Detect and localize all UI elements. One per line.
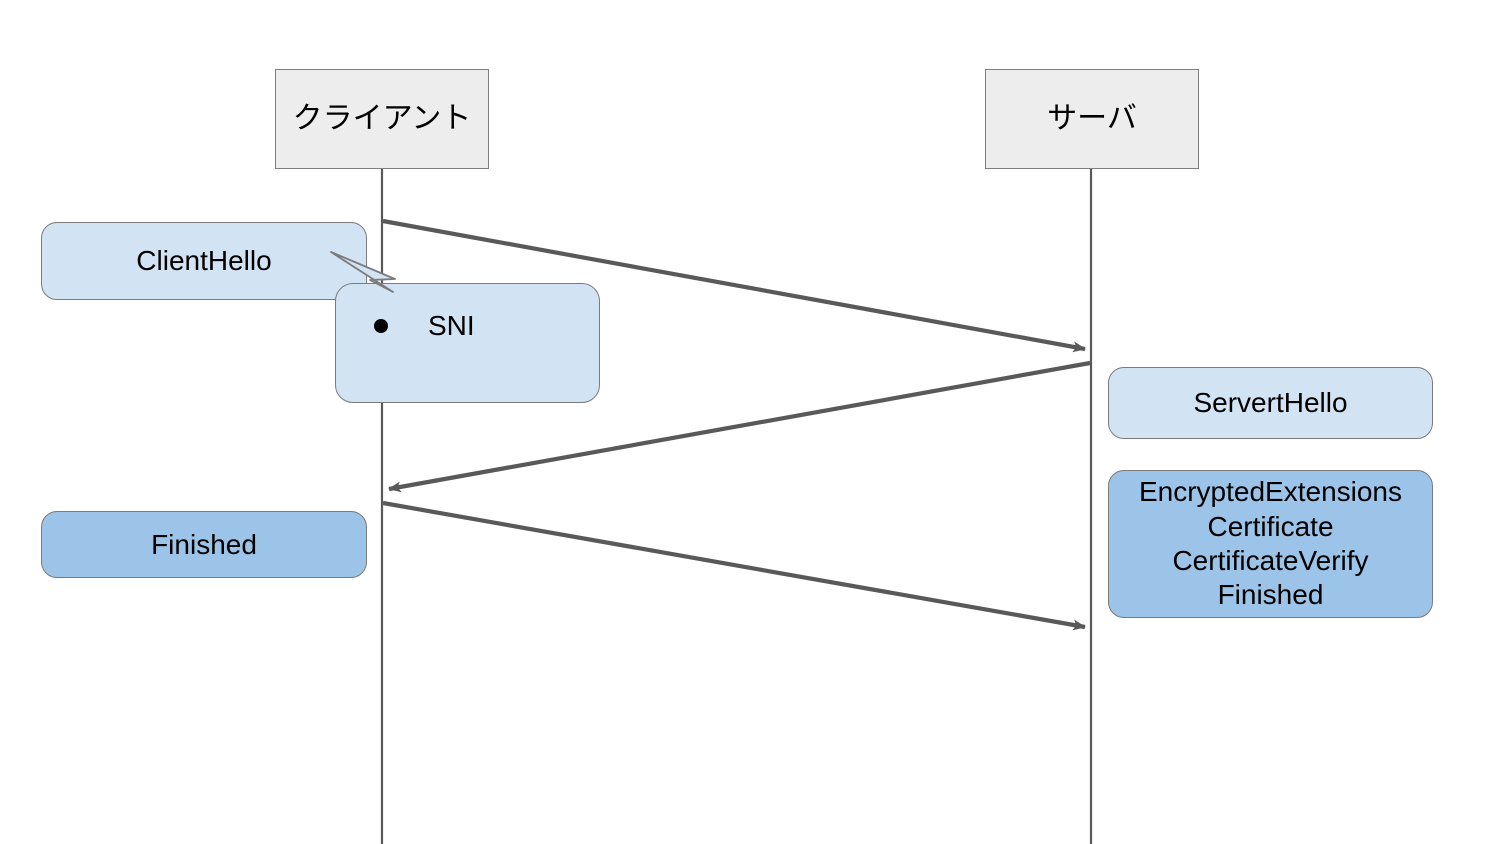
message-box-client-hello[interactable]: ClientHello bbox=[41, 222, 367, 300]
arrow-client-hello bbox=[382, 218, 1086, 353]
message-box-server-hello[interactable]: ServertHello bbox=[1108, 367, 1433, 439]
callout-sni-row: SNI bbox=[336, 310, 599, 342]
actor-label-server: サーバ bbox=[1047, 102, 1137, 136]
message-box-encrypted-extensions-group[interactable]: EncryptedExtensions Certificate Certific… bbox=[1108, 470, 1433, 618]
callout-tail-icon bbox=[330, 251, 396, 293]
message-label-server-hello: ServertHello bbox=[1193, 387, 1348, 419]
message-label-client-hello: ClientHello bbox=[136, 245, 272, 277]
message-label-encrypted-extensions-group: EncryptedExtensions Certificate Certific… bbox=[1138, 476, 1403, 611]
callout-sni[interactable]: SNI bbox=[335, 283, 600, 403]
actor-box-client[interactable]: クライアント bbox=[275, 69, 489, 169]
arrow-client-finished bbox=[382, 500, 1086, 631]
actor-label-client: クライアント bbox=[292, 102, 472, 136]
bullet-icon bbox=[374, 319, 388, 333]
message-box-client-finished[interactable]: Finished bbox=[41, 511, 367, 578]
message-label-client-finished: Finished bbox=[151, 528, 257, 560]
arrow-server-hello bbox=[388, 360, 1091, 493]
actor-box-server[interactable]: サーバ bbox=[985, 69, 1199, 169]
callout-sni-label: SNI bbox=[428, 310, 475, 341]
